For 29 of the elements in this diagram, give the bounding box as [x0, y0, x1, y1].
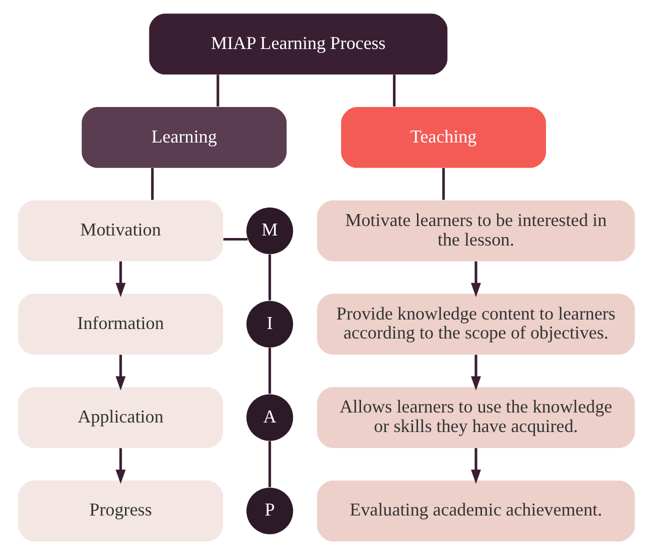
node-box: Application	[18, 387, 223, 448]
arrow	[470, 354, 480, 391]
node-box: Evaluating academic achievement.	[316, 480, 634, 542]
arrow	[115, 261, 126, 298]
node-box: Motivation	[18, 200, 223, 262]
arrow	[470, 261, 480, 298]
node-box: Motivate learners to be interested in the lesson.	[316, 200, 634, 262]
connector	[442, 168, 444, 200]
node-circle: I	[246, 300, 293, 348]
node-circle: A	[246, 394, 293, 441]
connector	[216, 74, 219, 106]
connector	[222, 238, 248, 241]
arrow	[115, 354, 126, 391]
connector	[268, 348, 271, 394]
node-box: MIAP Learning Process	[148, 14, 447, 75]
node-box: Information	[18, 294, 223, 355]
connector	[268, 254, 271, 300]
arrow	[470, 448, 480, 484]
node-circle: M	[246, 207, 293, 254]
connector	[150, 168, 154, 200]
node-box: Learning	[81, 106, 286, 168]
node-box: Teaching	[340, 106, 546, 168]
node-box: Provide knowledge content to learners according to the scope of objectives.	[316, 294, 634, 355]
node-circle: P	[246, 488, 293, 534]
arrow	[115, 448, 126, 484]
node-box: Progress	[18, 480, 223, 542]
node-box: Allows learners to use the knowledge or skills they have acquired.	[316, 387, 634, 448]
connector	[268, 441, 271, 488]
connector	[392, 74, 396, 106]
